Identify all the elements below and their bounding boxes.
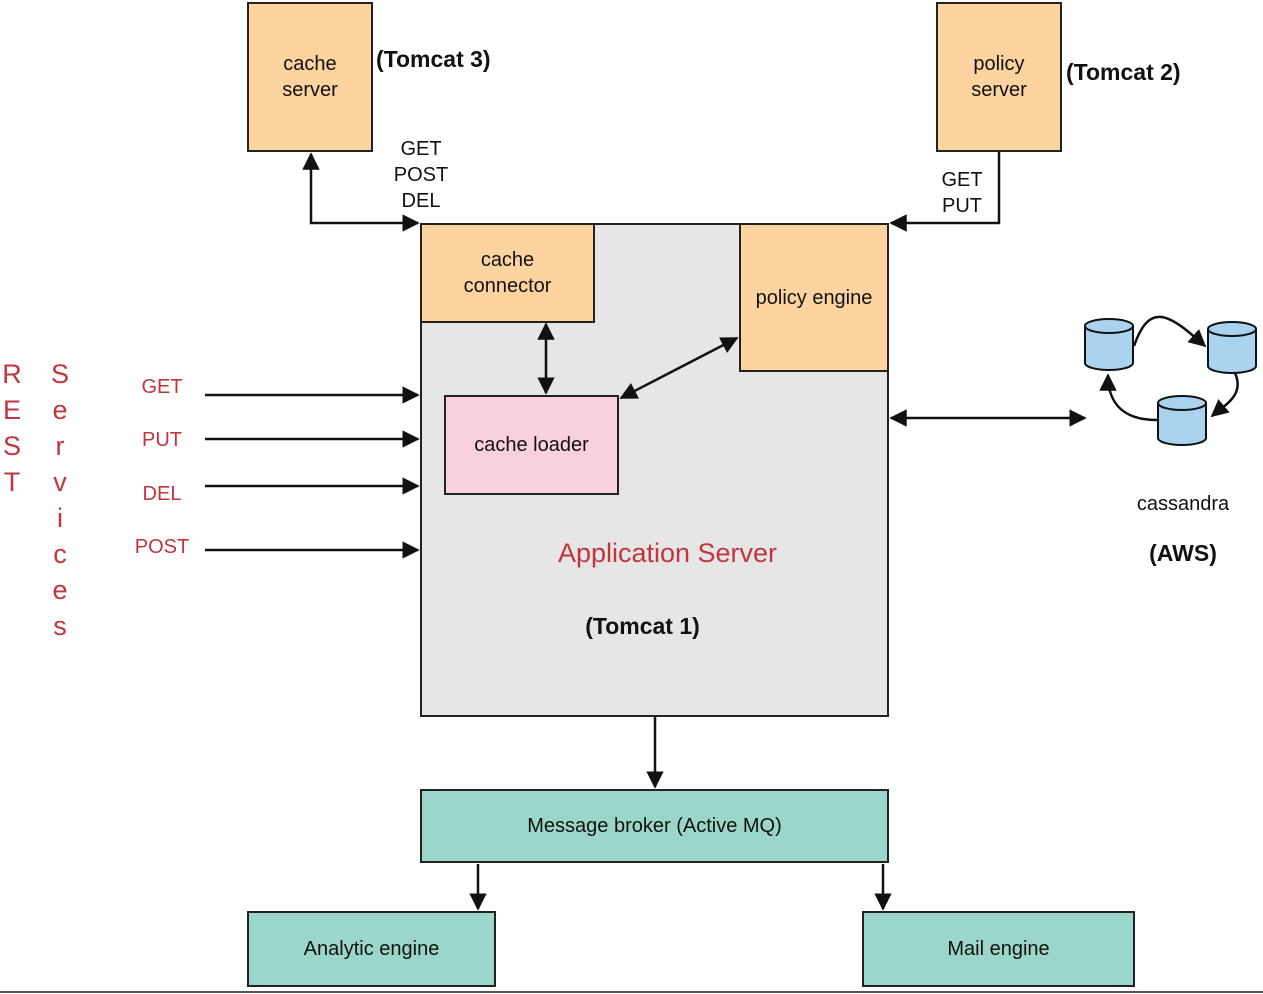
rest-vertical-letter: s bbox=[53, 611, 67, 641]
rest-vertical-letter: R bbox=[2, 359, 22, 389]
rest-method-get: GET bbox=[141, 376, 183, 398]
database-icon-3 bbox=[1157, 395, 1207, 446]
cache-server-node: cache server bbox=[247, 2, 373, 152]
rest-vertical-letter: i bbox=[57, 503, 63, 533]
tomcat2-label: (Tomcat 2) bbox=[1066, 59, 1181, 85]
rest-method-put: PUT bbox=[142, 429, 182, 451]
cache-loader-node: cache loader bbox=[444, 395, 619, 495]
policy-server-node: policy server bbox=[936, 2, 1062, 152]
mail-engine-node: Mail engine bbox=[862, 911, 1135, 987]
analytic-engine-node: Analytic engine bbox=[247, 911, 496, 987]
loader-engine-arrow bbox=[619, 336, 739, 400]
application-server-label: Application Server bbox=[557, 538, 778, 568]
rest-vertical-letter: T bbox=[3, 467, 21, 497]
rest-vertical-letter: E bbox=[2, 395, 21, 425]
policy-methods-label: GET PUT bbox=[941, 169, 983, 217]
rest-vertical-letter: e bbox=[52, 575, 68, 605]
rest-method-del: DEL bbox=[142, 483, 182, 505]
cassandra-ring-arrow-2 bbox=[1210, 372, 1239, 418]
rest-vertical-letter: c bbox=[53, 539, 67, 569]
tomcat1-label: (Tomcat 1) bbox=[585, 613, 700, 639]
message-broker-node: Message broker (Active MQ) bbox=[420, 789, 889, 863]
tomcat3-label: (Tomcat 3) bbox=[376, 46, 491, 72]
cassandra-ring-arrow-1 bbox=[1132, 315, 1207, 348]
rest-vertical-letter: e bbox=[52, 395, 68, 425]
database-icon-2 bbox=[1207, 321, 1257, 374]
rest-method-post: POST bbox=[134, 536, 190, 558]
rest-vertical-letter: S bbox=[2, 431, 21, 461]
rest-vertical-letter: r bbox=[55, 431, 65, 461]
policy-engine-node: policy engine bbox=[739, 223, 889, 372]
policy-server-engine-arrow bbox=[889, 152, 1001, 232]
cassandra-ring-arrow-3 bbox=[1099, 373, 1158, 422]
cache-connector-node: cache connector bbox=[420, 223, 595, 323]
aws-label: (AWS) bbox=[1149, 540, 1217, 566]
cassandra-label: cassandra bbox=[1136, 493, 1230, 515]
rest-vertical-letter: S bbox=[50, 359, 69, 389]
database-icon-1 bbox=[1084, 318, 1134, 371]
rest-vertical-letter: v bbox=[53, 467, 67, 497]
cache-server-connector-arrow bbox=[302, 152, 420, 232]
